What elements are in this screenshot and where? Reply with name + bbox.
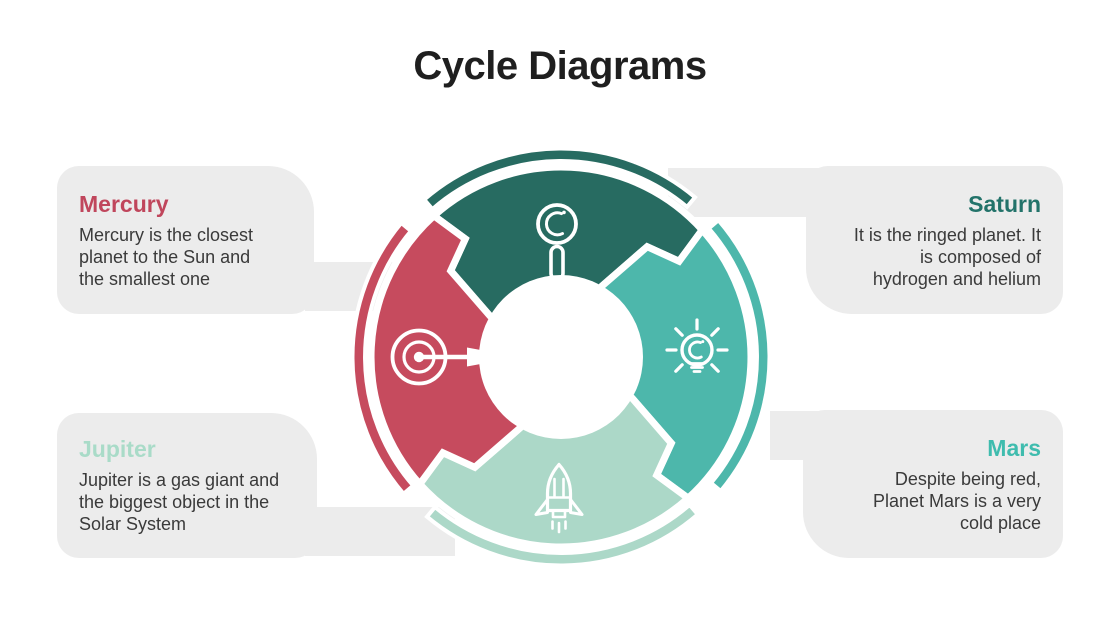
- magnifier-icon: [536, 203, 578, 282]
- card-title: Saturn: [968, 190, 1041, 217]
- card-body: It is the ringed planet. It is composed …: [853, 224, 1041, 289]
- page-title: Cycle Diagrams: [413, 44, 707, 88]
- segment-right-outer-arc: [706, 217, 772, 494]
- card-title: Mars: [987, 434, 1041, 461]
- card-mercury: Mercury Mercury is the closest planet to…: [57, 166, 314, 314]
- connector-saturn: [668, 168, 830, 217]
- connector-mars: [770, 411, 830, 460]
- card-title: Mercury: [79, 190, 169, 217]
- center-circle: [479, 275, 643, 439]
- segment-top-outer-arc: [421, 146, 698, 212]
- rocket-icon: [534, 462, 584, 534]
- target-icon: [390, 328, 492, 386]
- card-saturn: Saturn It is the ringed planet. It is co…: [806, 166, 1063, 314]
- card-jupiter: Jupiter Jupiter is a gas giant and the b…: [57, 413, 317, 558]
- lightbulb-icon: [665, 318, 729, 373]
- card-mars: Mars Despite being red, Planet Mars is a…: [803, 410, 1063, 558]
- card-body: Jupiter is a gas giant and the biggest o…: [79, 470, 280, 534]
- card-body: Mercury is the closest planet to the Sun…: [79, 224, 254, 289]
- card-body: Despite being red, Planet Mars is a very…: [872, 468, 1041, 533]
- cycle-segments: [305, 146, 830, 568]
- card-title: Jupiter: [79, 436, 156, 462]
- segment-bottom-outer-arc: [424, 502, 701, 568]
- segment-left-outer-arc: [350, 220, 416, 497]
